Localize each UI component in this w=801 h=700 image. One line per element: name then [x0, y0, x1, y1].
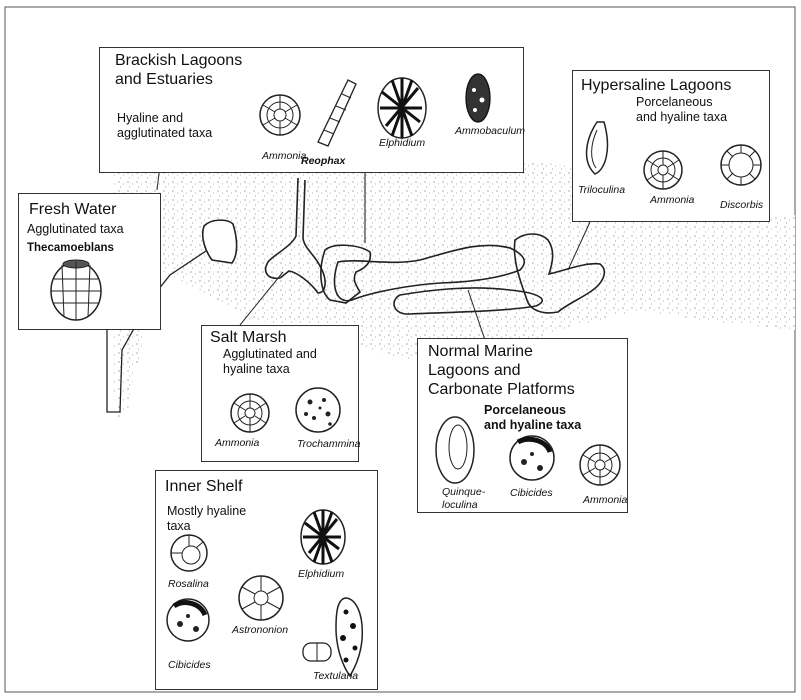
innershelf-taxon-astrononion: Astrononion: [232, 624, 288, 636]
innershelf-taxon-cibicides: Cibicides: [168, 659, 211, 671]
hypersaline-desc-line2: and hyaline taxa: [636, 110, 727, 124]
normalmarine-taxon-cibicides: Cibicides: [510, 487, 553, 499]
brackish-title-line1: Brackish Lagoons: [115, 52, 242, 70]
freshwater-desc: Agglutinated taxa: [27, 222, 124, 236]
saltmarsh-desc-line2: hyaline taxa: [223, 362, 290, 376]
brackish-title-line2: and Estuaries: [115, 71, 213, 89]
innershelf-desc-line2: taxa: [167, 519, 191, 533]
hypersaline-desc-line1: Porcelaneous: [636, 95, 712, 109]
saltmarsh-title: Salt Marsh: [210, 329, 286, 347]
innershelf-taxon-textularia: Textularia: [313, 670, 358, 682]
brackish-taxon-ammonia: Ammonia: [262, 150, 306, 162]
innershelf-taxon-rosalina: Rosalina: [168, 578, 209, 590]
normalmarine-taxon-loculina: loculina: [442, 499, 478, 511]
saltmarsh-desc-line1: Agglutinated and: [223, 347, 317, 361]
normalmarine-title-line1: Normal Marine: [428, 343, 533, 361]
hypersaline-taxon-triloculina: Triloculina: [578, 184, 625, 196]
normalmarine-taxon-ammonia: Ammonia: [583, 494, 627, 506]
brackish-desc-line1: Hyaline and: [117, 111, 183, 125]
innershelf-title: Inner Shelf: [165, 478, 242, 496]
saltmarsh-taxon-trochammina: Trochammina: [297, 438, 360, 450]
hypersaline-taxon-ammonia: Ammonia: [650, 194, 694, 206]
freshwater-title: Fresh Water: [29, 201, 116, 219]
brackish-desc-line2: agglutinated taxa: [117, 126, 212, 140]
brackish-taxon-reophax: Reophax: [301, 155, 345, 167]
hypersaline-taxon-discorbis: Discorbis: [720, 199, 763, 211]
innershelf-taxon-elphidium: Elphidium: [298, 568, 344, 580]
freshwater-taxon: Thecamoeblans: [27, 241, 114, 255]
innershelf-desc-line1: Mostly hyaline: [167, 504, 246, 518]
saltmarsh-taxon-ammonia: Ammonia: [215, 437, 259, 449]
normalmarine-title-line2: Lagoons and: [428, 362, 521, 380]
normalmarine-desc-line2: and hyaline taxa: [484, 418, 581, 432]
brackish-taxon-ammobaculum: Ammobaculum: [455, 125, 525, 137]
hypersaline-title: Hypersaline Lagoons: [581, 77, 731, 95]
brackish-taxon-elphidium: Elphidium: [379, 137, 425, 149]
normalmarine-desc-line1: Porcelaneous: [484, 403, 566, 417]
normalmarine-taxon-quinque: Quinque-: [442, 486, 485, 498]
normalmarine-title-line3: Carbonate Platforms: [428, 381, 575, 399]
